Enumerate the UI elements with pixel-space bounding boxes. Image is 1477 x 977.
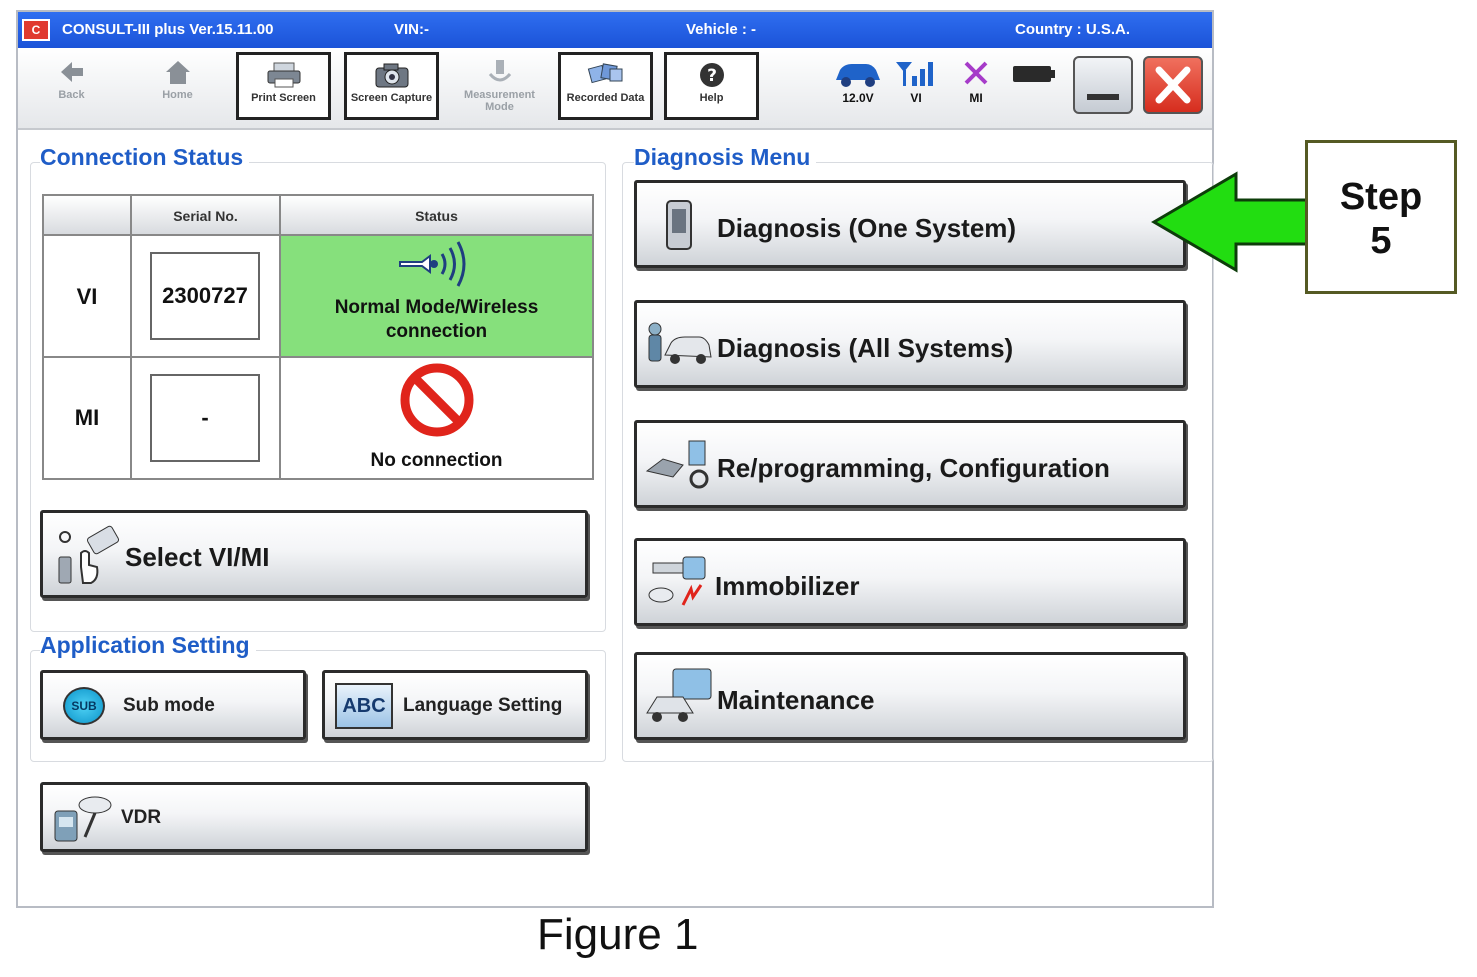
recorded-data-label: Recorded Data — [566, 92, 645, 104]
diagnosis-all-systems-label: Diagnosis (All Systems) — [717, 333, 1014, 363]
maintenance-label: Maintenance — [717, 685, 875, 715]
mi-indicator: MI — [954, 58, 998, 105]
diagnosis-menu-group — [622, 162, 1214, 762]
select-vimi-button[interactable]: Select VI/MI — [40, 510, 588, 598]
printer-icon — [267, 62, 300, 88]
battery-voltage-indicator: 12.0V — [830, 58, 886, 105]
signal-antenna-icon — [896, 62, 933, 86]
battery-icon — [1013, 66, 1055, 82]
home-icon — [165, 61, 190, 84]
home-label: Home — [162, 89, 193, 101]
measurement-mode-label: Measurement Mode — [464, 89, 535, 113]
serial-number-header: Serial No. — [132, 196, 281, 236]
battery-indicator — [1010, 58, 1058, 91]
language-setting-label: Language Setting — [403, 695, 563, 716]
reprogramming-icon — [645, 440, 709, 489]
maintenance-icon — [646, 668, 712, 722]
maintenance-button[interactable]: Maintenance — [634, 652, 1186, 740]
country-label: Country : U.S.A. — [1015, 21, 1130, 38]
select-vimi-icon — [58, 525, 120, 584]
mi-status-text: No connection — [370, 450, 503, 471]
vehicle-label: Vehicle : - — [686, 21, 757, 38]
step-arrow-icon — [1151, 171, 1310, 273]
vi-status-cell: Normal Mode/Wireless connection — [281, 236, 592, 358]
scan-tool-icon — [666, 200, 692, 250]
help-label: Help — [699, 92, 724, 104]
recorded-data-button[interactable]: Recorded Data — [558, 52, 653, 120]
close-button[interactable] — [1143, 56, 1203, 114]
status-header: Status — [281, 196, 592, 236]
application-setting-group — [30, 650, 606, 762]
mi-serial-number: - — [150, 374, 260, 462]
back-arrow-icon — [60, 62, 83, 82]
vi-serial-number: 2300727 — [150, 252, 260, 340]
close-icon — [1155, 66, 1191, 104]
print-screen-button[interactable]: Print Screen — [236, 52, 331, 120]
connection-status-group — [30, 162, 606, 632]
step-callout: Step 5 — [1305, 140, 1457, 294]
toolbar: Back Home Print Screen Screen Capture — [18, 48, 1212, 130]
title-bar: C CONSULT-III plus Ver.15.11.00 VIN:- Ve… — [18, 12, 1212, 48]
svg-text:?: ? — [707, 66, 717, 86]
immobilizer-label: Immobilizer — [715, 571, 860, 601]
immobilizer-button[interactable]: Immobilizer — [634, 538, 1186, 626]
minimize-button[interactable] — [1073, 56, 1133, 114]
back-label: Back — [58, 89, 85, 101]
language-setting-button[interactable]: ABC Language Setting — [322, 670, 588, 740]
step-number: 5 — [1370, 220, 1392, 262]
vi-status-text: Normal Mode/Wireless connection — [334, 297, 539, 342]
vi-indicator: VI — [894, 58, 938, 105]
consult-window: C CONSULT-III plus Ver.15.11.00 VIN:- Ve… — [16, 10, 1214, 908]
diagnosis-one-system-label: Diagnosis (One System) — [717, 213, 1017, 243]
recorded-data-icon — [587, 63, 622, 84]
camera-icon — [375, 63, 408, 88]
print-screen-label: Print Screen — [251, 92, 316, 104]
connection-status-title: Connection Status — [40, 144, 250, 171]
application-setting-title: Application Setting — [40, 632, 256, 659]
mi-status-cell: No connection — [281, 358, 592, 478]
sub-mode-icon: SUB — [63, 687, 105, 725]
vi-serial-cell: 2300727 — [132, 236, 281, 358]
table-header-blank — [44, 196, 132, 236]
mi-serial-cell: - — [132, 358, 281, 478]
technician-car-icon — [648, 322, 712, 364]
figure-caption: Figure 1 — [537, 910, 699, 959]
measurement-mode-button[interactable]: Measurement Mode — [452, 52, 547, 120]
disconnected-x-icon — [964, 61, 988, 85]
sub-mode-label: Sub mode — [123, 695, 215, 716]
back-button[interactable]: Back — [24, 52, 119, 120]
diagnosis-one-system-button[interactable]: Diagnosis (One System) — [634, 180, 1186, 268]
app-title: CONSULT-III plus Ver.15.11.00 — [62, 21, 274, 38]
reprogramming-configuration-label: Re/programming, Configuration — [717, 453, 1110, 483]
vi-row-label: VI — [44, 236, 132, 358]
voltage-label: 12.0V — [842, 91, 874, 105]
consult-logo-icon: C — [22, 19, 50, 41]
home-button[interactable]: Home — [130, 52, 225, 120]
screen-capture-label: Screen Capture — [350, 92, 433, 104]
no-connection-icon — [400, 363, 473, 437]
step-word: Step — [1339, 176, 1423, 218]
measurement-icon — [488, 60, 511, 82]
connection-status-table: Serial No. Status VI 2300727 Normal Mode… — [42, 194, 594, 480]
help-icon: ? — [699, 63, 724, 87]
diagnosis-all-systems-button[interactable]: Diagnosis (All Systems) — [634, 300, 1186, 388]
reprogramming-configuration-button[interactable]: Re/programming, Configuration — [634, 420, 1186, 508]
vdr-button[interactable]: VDR — [40, 782, 588, 852]
vi-indicator-label: VI — [910, 91, 922, 105]
language-abc-icon: ABC — [335, 683, 393, 729]
wireless-connection-icon — [398, 241, 465, 287]
vin-label: VIN:- — [394, 21, 429, 38]
screen-capture-button[interactable]: Screen Capture — [344, 52, 439, 120]
help-button[interactable]: ? Help — [664, 52, 759, 120]
select-vimi-label: Select VI/MI — [125, 542, 270, 572]
mi-indicator-label: MI — [969, 91, 983, 105]
vdr-label: VDR — [121, 807, 162, 828]
diagnosis-menu-title: Diagnosis Menu — [634, 144, 817, 171]
mi-row-label: MI — [44, 358, 132, 478]
car-icon — [836, 64, 880, 87]
sub-mode-button[interactable]: SUB Sub mode — [40, 670, 306, 740]
immobilizer-key-icon — [648, 556, 706, 606]
vdr-icon — [54, 796, 112, 842]
